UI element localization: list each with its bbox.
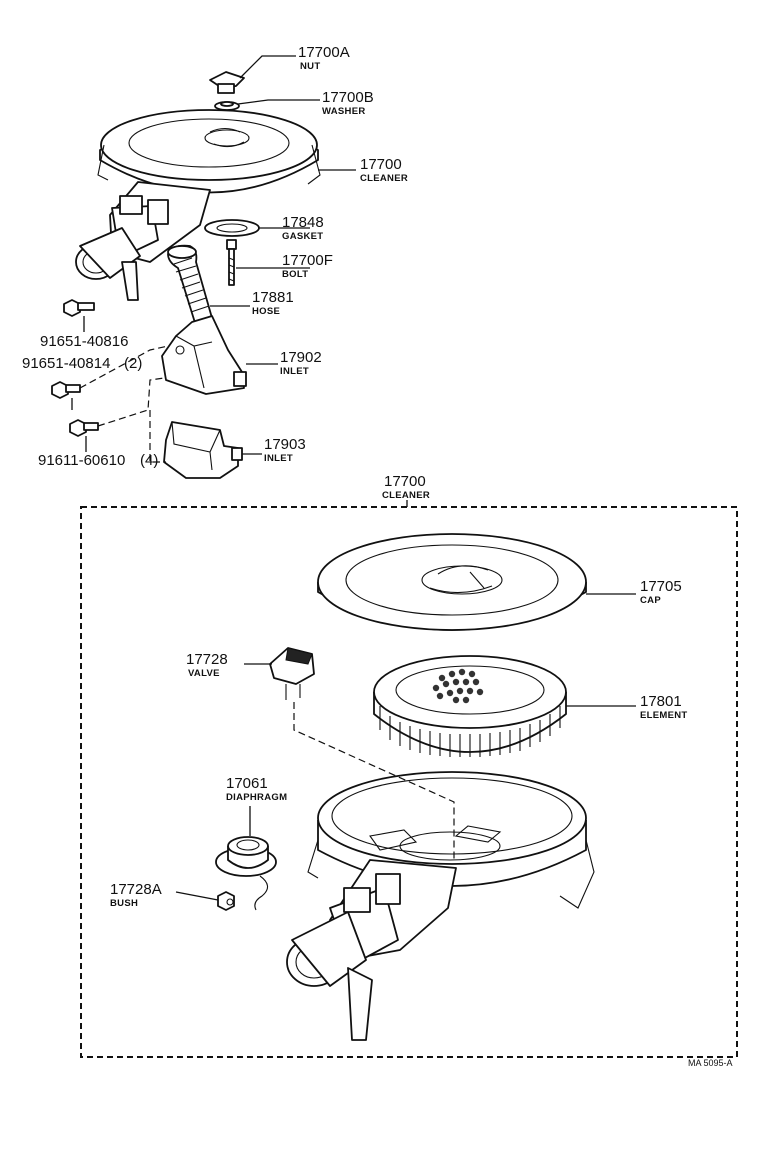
callout-number-element: 17801 [640, 693, 682, 710]
callout-name-cap: CAP [640, 595, 661, 606]
callout-number-bush: 17728A [110, 881, 162, 898]
callout-number-bolt-91651-40814: 91651-40814 [22, 355, 110, 372]
callout-number-cap: 17705 [640, 578, 682, 595]
callout-number-diaphragm: 17061 [226, 775, 268, 792]
cleaner-assembly-box [80, 506, 738, 1058]
figure-code: MA 5095-A [688, 1058, 733, 1068]
callout-number-hose: 17881 [252, 289, 294, 306]
valve-drawing [269, 647, 315, 700]
corrugated-hose-drawing [167, 244, 213, 327]
callout-number-nut: 17700A [298, 44, 350, 61]
bush-drawing [217, 891, 235, 911]
callout-name-washer: WASHER [322, 106, 366, 117]
callout-number-washer: 17700B [322, 89, 374, 106]
callout-name-cleaner-top: CLEANER [360, 173, 408, 184]
callout-number-bolt-91611-60610: 91611-60610 [38, 452, 125, 469]
callout-qty-bolt-91651-40814: (2) [124, 355, 142, 372]
callout-name-nut: NUT [300, 61, 320, 72]
callout-name-element: ELEMENT [640, 710, 688, 721]
callout-number-bolt-91651-40816: 91651-40816 [40, 333, 128, 350]
callout-number-bolt: 17700F [282, 252, 333, 269]
cap-drawing [317, 533, 587, 631]
callout-name-diaphragm: DIAPHRAGM [226, 792, 287, 803]
bolt-91611-60610-drawing [69, 419, 99, 437]
bolt-91651-40816-drawing [63, 299, 95, 317]
callout-name-bush: BUSH [110, 898, 138, 909]
callout-name-bolt: BOLT [282, 269, 308, 280]
long-bolt-drawing [226, 239, 237, 286]
assembled-cleaner-drawing [75, 109, 321, 301]
callout-name-gasket: GASKET [282, 231, 323, 242]
callout-qty-bolt-91611-60610: (4) [140, 452, 158, 469]
bolt-91651-40814-drawing [51, 381, 81, 399]
callout-number-valve: 17728 [186, 651, 228, 668]
callout-number-gasket: 17848 [282, 214, 324, 231]
callout-number-cleaner-box: 17700 [384, 473, 426, 490]
diaphragm-drawing [215, 836, 277, 911]
callout-name-inlet-17902: INLET [280, 366, 309, 377]
cleaner-bowl-drawing [286, 771, 595, 1041]
callout-name-hose: HOSE [252, 306, 280, 317]
gasket-drawing [204, 219, 260, 237]
callout-name-inlet-17903: INLET [264, 453, 293, 464]
wing-nut-drawing [209, 71, 245, 94]
inlet-17902-drawing [161, 315, 247, 395]
element-drawing [373, 655, 567, 757]
inlet-17903-drawing [163, 421, 243, 479]
callout-number-inlet-17902: 17902 [280, 349, 322, 366]
washer-drawing [214, 101, 240, 111]
callout-number-cleaner-top: 17700 [360, 156, 402, 173]
callout-number-inlet-17903: 17903 [264, 436, 306, 453]
callout-name-valve: VALVE [188, 668, 220, 679]
callout-name-cleaner-box: CLEANER [382, 490, 430, 501]
